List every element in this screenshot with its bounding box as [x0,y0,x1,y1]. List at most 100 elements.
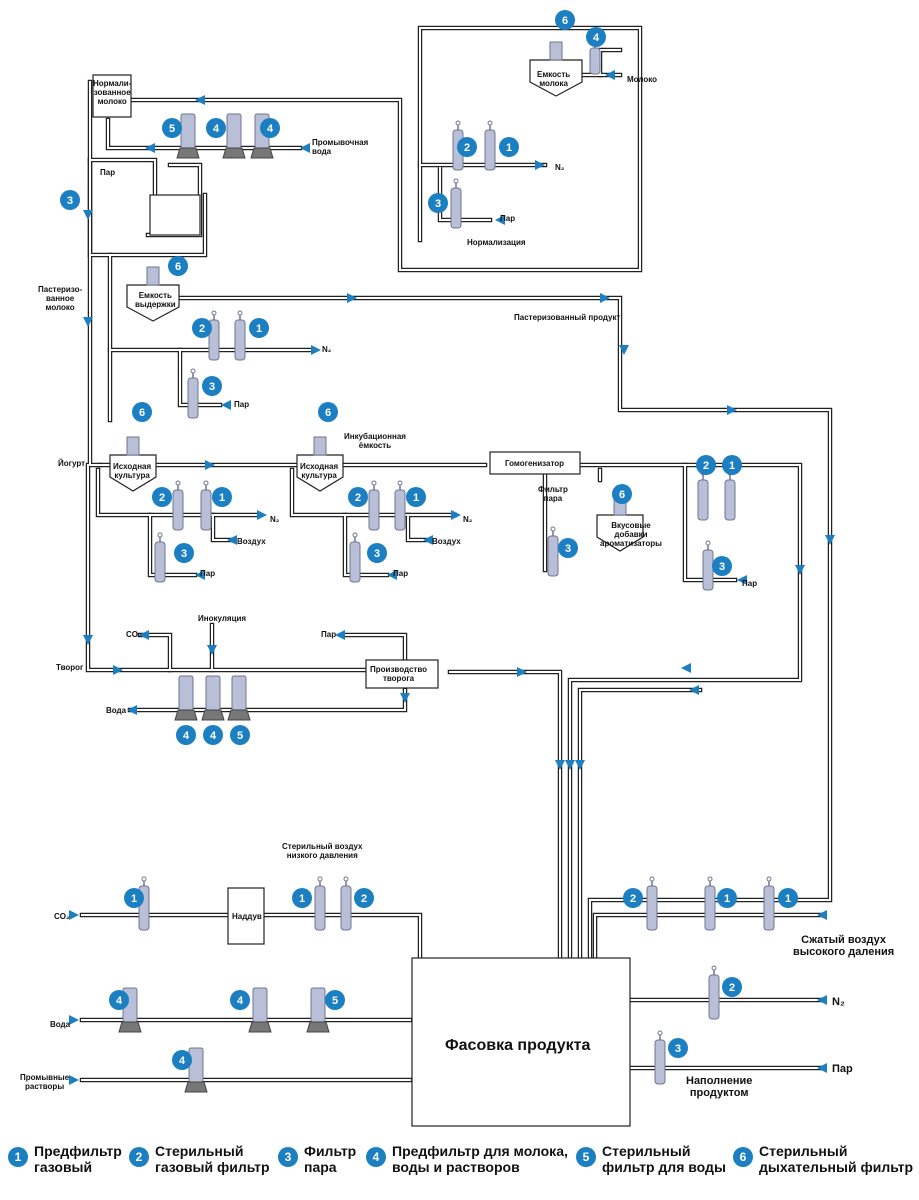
filter-housing [450,187,462,229]
filter-badge-1: 1 [499,137,519,157]
badge-number: 4 [593,32,600,44]
badge-number: 1 [413,492,419,504]
filter-badge-4: 4 [176,725,196,745]
inoculation-label: Инокуляция [198,614,247,623]
badge-number: 4 [179,1055,186,1067]
badge-circle [260,118,280,138]
filter-badge-3: 3 [428,193,448,213]
badge-number: 1 [256,323,262,335]
filter-badge-3: 3 [558,538,578,558]
pipe-core [594,914,821,961]
filter-valve [657,1030,663,1036]
filter-badge-1: 1 [124,888,144,908]
pipe [597,47,623,78]
filter-housing [154,541,166,583]
filter-badge-6: 6 [132,402,152,422]
badge-circle [230,725,250,745]
co2-label: CO₂ [126,630,142,639]
n2-label: N₂ [322,345,332,354]
flow-arrow [300,143,310,153]
flow-arrow [335,630,345,640]
badge-circle [696,455,716,475]
badge-circle [172,1050,192,1070]
flow-arrow [817,995,827,1005]
filter-badge-3: 3 [367,543,387,563]
flow-arrow [195,95,205,105]
holding-tank [126,284,180,322]
pipe [210,512,233,543]
flow-arrow [619,345,629,355]
badge-circle [203,725,223,745]
badge-number: 3 [675,1043,681,1055]
pasteurized-product-label: Пастеризованный продукт [514,313,621,322]
pipe-core [129,689,406,711]
badge-number: 5 [169,123,175,135]
filter-badge-1: 1 [212,487,232,507]
n2-label: N₂ [555,163,565,172]
filter-housing [697,479,709,521]
steam-label: Пар [200,569,216,578]
filter-badge-4: 4 [109,990,129,1010]
pipe [127,687,408,713]
flow-arrow [347,293,357,303]
badge-number: 6 [139,407,145,419]
flow-arrow [555,760,565,770]
normalized-milk-box [92,74,132,118]
packing-label: Фасовка продукта [445,1037,591,1054]
prefilter-stand [248,1021,272,1033]
filter-housing [708,974,720,1020]
flavor-tank [596,514,644,552]
filter-badge-3: 3 [668,1038,688,1058]
filter-badge-3: 3 [202,376,222,396]
flow-arrow [227,535,237,545]
badge-number: 2 [355,492,361,504]
filter-badge-1: 1 [406,487,426,507]
filter-badge-2: 2 [354,888,374,908]
pipe [137,632,173,673]
badge-circle [325,990,345,1010]
pipe-core [344,514,388,576]
pipe [447,669,563,963]
filter-badge-2: 2 [457,137,477,157]
flow-arrow [69,1075,79,1085]
steam-label: Пар [321,630,337,639]
flow-arrow [565,760,575,770]
filter-badge-3: 3 [174,543,194,563]
pipe-core [579,689,701,961]
prefilter-stand [174,709,198,721]
badge-number: 2 [630,893,636,905]
filter-badge-2: 2 [192,318,212,338]
badge-circle [174,543,194,563]
vent-filter [549,41,563,61]
filter-badge-1: 1 [722,455,742,475]
flow-arrow [535,160,545,170]
flow-arrow [311,345,321,355]
filter-valve [455,120,461,126]
filter-badge-4: 4 [206,118,226,138]
badge-number: 4 [183,730,190,742]
badge-number: 4 [237,995,244,1007]
filter-housing [200,489,212,531]
pipe-core [407,514,426,541]
filter-badge-4: 4 [230,990,250,1010]
prefilter-housing [180,113,196,149]
badge-number: 2 [464,142,470,154]
badge-circle [132,402,152,422]
legend-badge: 4 [366,1147,386,1167]
badge-circle [348,487,368,507]
badge-circle [555,10,575,30]
filter-valve [190,368,196,374]
filter-badge-1: 1 [292,888,312,908]
flow-arrow [795,565,805,575]
filter-badge-5: 5 [325,990,345,1010]
badge-number: 1 [724,893,730,905]
flow-arrow [69,910,79,920]
yogurt-label: Йогурт [58,459,86,468]
pipe-core [179,349,221,406]
